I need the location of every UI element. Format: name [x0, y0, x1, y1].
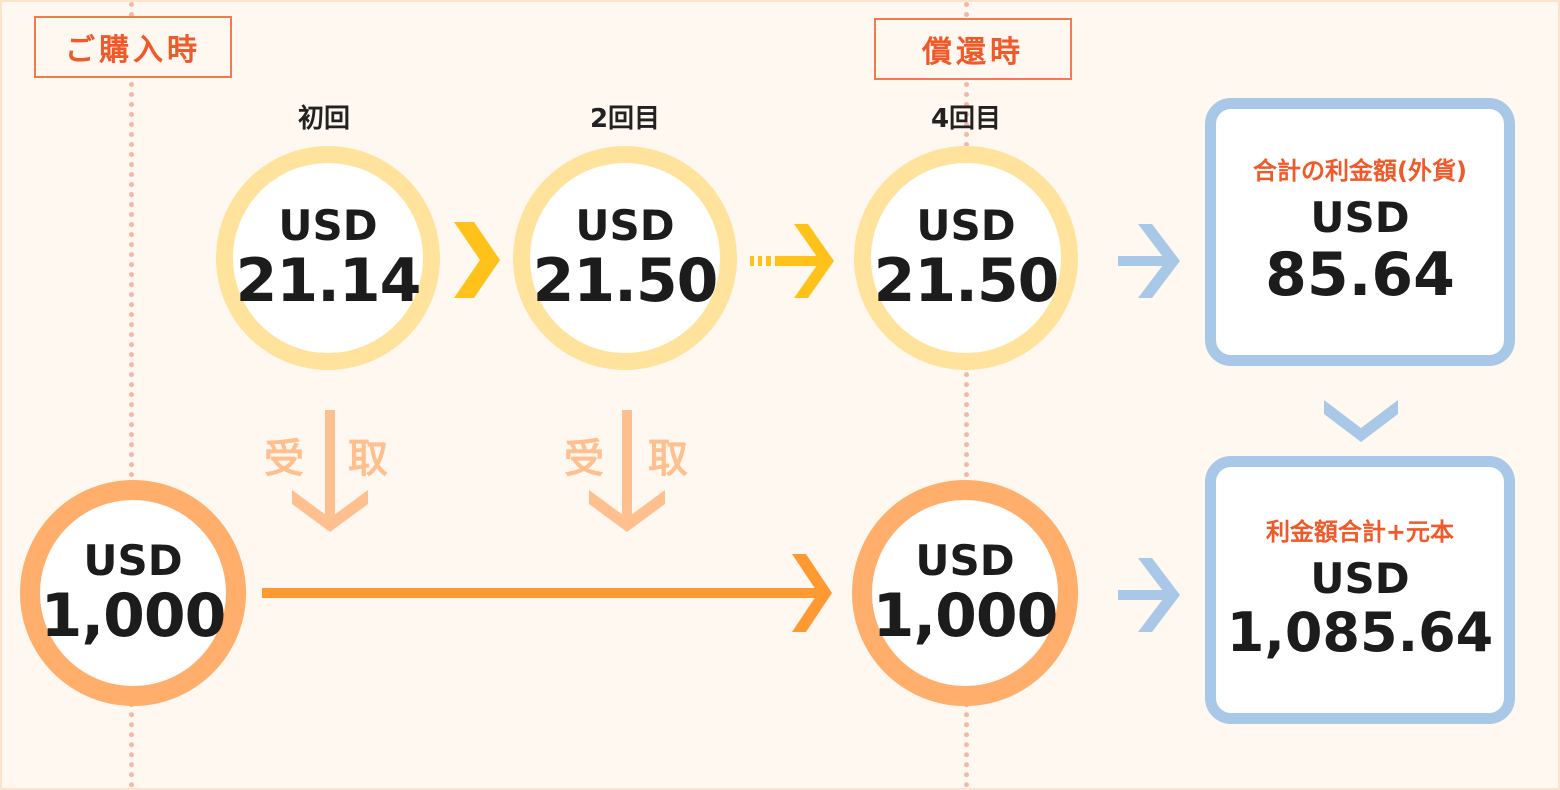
interest-total-title: 合計の利金額(外貨) — [1253, 157, 1467, 185]
coupon-currency: USD — [916, 201, 1016, 250]
receive-label-1b: 取 — [348, 436, 388, 482]
grand-total-box: 利金額合計+元本 USD 1,085.64 — [1205, 456, 1515, 724]
interest-total-box: 合計の利金額(外貨) USD 85.64 — [1205, 98, 1515, 366]
long-arrow-right-icon — [262, 554, 832, 632]
receive-label-1a: 受 — [264, 436, 304, 482]
chevron-right-icon — [454, 222, 500, 298]
purchase-tag: ご購入時 — [34, 16, 232, 78]
purchase-timeline-line — [129, 2, 134, 788]
grand-total-amount: 1,085.64 — [1226, 601, 1494, 664]
coupon-amount: 21.50 — [873, 246, 1060, 316]
arrow-right-icon — [1118, 558, 1180, 632]
principal-currency: USD — [83, 536, 183, 585]
principal-currency: USD — [915, 536, 1015, 585]
coupon-coin-1: USD 21.14 — [216, 146, 440, 370]
receive-label-2b: 取 — [648, 436, 688, 482]
redemption-tag: 償還時 — [874, 18, 1072, 80]
principal-start-coin: USD 1,000 — [20, 480, 246, 706]
interest-total-currency: USD — [1310, 193, 1410, 242]
coupon-amount: 21.50 — [532, 246, 719, 316]
coupon-coin-4: USD 21.50 — [854, 146, 1078, 370]
coupon-currency: USD — [575, 201, 675, 250]
principal-amount: 1,000 — [40, 581, 227, 651]
dotted-arrow-right-icon — [750, 224, 834, 298]
arrow-right-icon — [1118, 224, 1180, 298]
round-label-4: 4回目 — [930, 104, 1002, 134]
round-label-2: 2回目 — [589, 104, 661, 134]
interest-total-amount: 85.64 — [1265, 240, 1455, 310]
principal-end-coin: USD 1,000 — [852, 480, 1078, 706]
coupon-amount: 21.14 — [235, 246, 422, 316]
grand-total-title: 利金額合計+元本 — [1265, 518, 1455, 546]
arrow-down-icon — [292, 410, 368, 532]
coupon-currency: USD — [278, 201, 378, 250]
coupon-coin-2: USD 21.50 — [513, 146, 737, 370]
round-label-1: 初回 — [297, 104, 350, 134]
principal-amount: 1,000 — [872, 581, 1059, 651]
arrow-down-icon — [589, 410, 665, 532]
redemption-timeline-line — [964, 2, 969, 788]
arrow-down-icon — [1324, 400, 1398, 442]
grand-total-currency: USD — [1310, 554, 1410, 603]
receive-label-2a: 受 — [564, 436, 604, 482]
